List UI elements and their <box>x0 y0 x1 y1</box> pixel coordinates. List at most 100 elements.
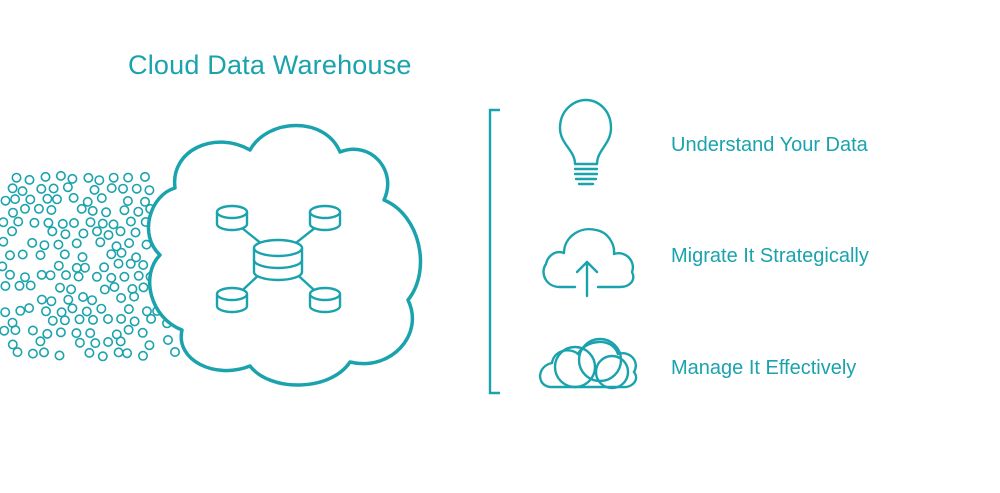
data-particle <box>56 307 67 318</box>
data-particle <box>29 217 40 228</box>
data-particle <box>62 182 73 193</box>
data-particle <box>0 280 11 291</box>
data-particle <box>17 186 28 197</box>
data-particle <box>119 205 130 216</box>
data-particle <box>0 236 9 247</box>
data-particle <box>10 325 21 336</box>
database-network <box>215 204 342 314</box>
data-particle <box>24 303 35 314</box>
data-particle <box>103 313 114 324</box>
data-particle <box>99 262 110 273</box>
data-particle <box>85 217 96 228</box>
database-icon-center <box>252 238 304 282</box>
data-particle <box>35 336 46 347</box>
data-particle <box>53 239 64 250</box>
data-particle <box>138 282 149 293</box>
data-particle <box>133 206 144 217</box>
data-particle <box>123 304 134 315</box>
data-particle <box>74 314 85 325</box>
data-particle <box>71 238 82 249</box>
data-particle <box>133 270 144 281</box>
data-particle <box>163 334 174 345</box>
data-particle <box>71 328 82 339</box>
data-particle <box>106 249 117 260</box>
data-particle <box>138 259 149 270</box>
feature-label-migrate: Migrate It Strategically <box>671 245 869 267</box>
data-particle <box>40 306 51 317</box>
data-particle <box>80 262 91 273</box>
data-particle <box>24 174 35 185</box>
data-particle <box>125 216 136 227</box>
cloud-upload-icon <box>542 227 635 298</box>
data-particle <box>5 269 15 280</box>
data-particle <box>67 173 78 184</box>
data-particle <box>40 171 51 182</box>
data-particle <box>137 327 148 338</box>
data-particle <box>118 183 129 194</box>
data-particle <box>116 313 127 324</box>
data-particle <box>25 280 36 291</box>
database-icon-top-right <box>308 204 342 232</box>
data-particle <box>116 247 127 258</box>
data-particle <box>95 237 106 248</box>
data-particle <box>78 228 89 239</box>
data-particle <box>55 170 66 181</box>
feature-label-manage: Manage It Effectively <box>671 357 857 379</box>
data-particle <box>129 316 140 327</box>
data-particle <box>57 218 68 229</box>
data-particle <box>97 218 108 229</box>
data-particle <box>111 241 122 252</box>
data-particle <box>0 217 9 228</box>
database-icon-bottom-right <box>308 286 342 314</box>
data-particle <box>124 238 135 249</box>
data-particle <box>33 203 44 214</box>
data-particle <box>60 229 71 240</box>
data-particle <box>66 284 77 295</box>
data-particle <box>138 350 149 361</box>
data-particle <box>67 303 78 314</box>
bracket-divider <box>488 108 500 395</box>
data-particle <box>5 250 15 261</box>
data-particle <box>81 306 92 317</box>
data-particle <box>46 296 57 307</box>
diagram-title: Cloud Data Warehouse <box>128 50 412 80</box>
data-particle <box>8 207 18 218</box>
data-particle <box>12 347 23 358</box>
data-particle <box>106 183 117 194</box>
data-particle <box>109 281 120 292</box>
data-particle <box>55 327 66 338</box>
data-particle <box>108 219 119 230</box>
data-particle <box>47 226 58 237</box>
data-particle <box>17 249 28 260</box>
data-particle <box>103 336 114 347</box>
data-particle <box>101 207 112 218</box>
data-particle <box>42 193 53 204</box>
data-particle <box>85 328 96 339</box>
data-particle <box>130 227 141 238</box>
data-particle <box>36 183 47 194</box>
data-particle <box>13 216 24 227</box>
data-particle <box>60 270 71 281</box>
data-particle <box>96 193 107 204</box>
data-particle <box>103 230 114 241</box>
data-particle <box>14 280 25 291</box>
data-particle <box>48 183 59 194</box>
data-particle <box>144 340 155 351</box>
data-particle <box>97 351 108 362</box>
data-particle <box>115 226 126 237</box>
data-particle <box>141 306 152 317</box>
data-particle <box>27 348 38 359</box>
data-particle <box>10 194 21 205</box>
data-particle <box>146 313 157 324</box>
data-particle <box>38 347 49 358</box>
data-particle <box>43 217 54 228</box>
data-particle <box>54 350 65 361</box>
data-particle <box>92 226 103 237</box>
data-particle <box>76 203 87 214</box>
data-particle <box>0 195 11 206</box>
data-particle <box>131 183 142 194</box>
clouds-icon <box>538 337 638 390</box>
data-particle <box>122 196 133 207</box>
